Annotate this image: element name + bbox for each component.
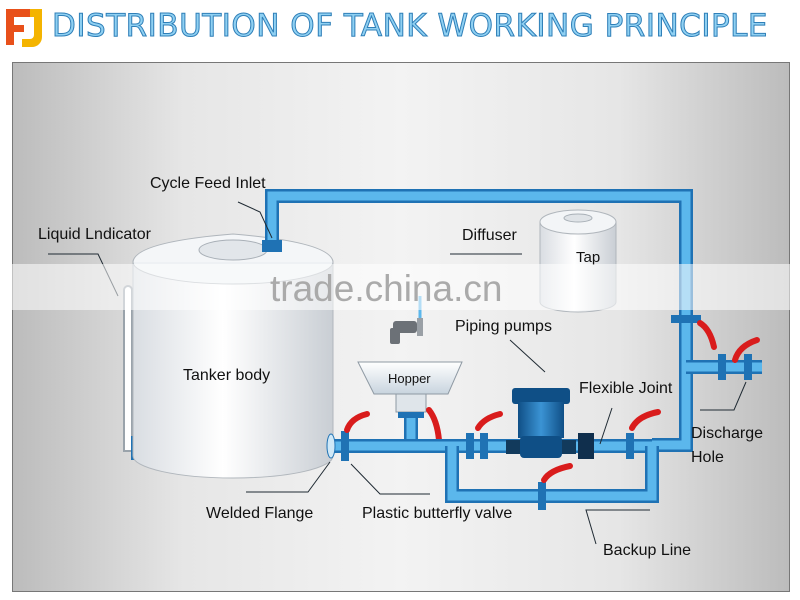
- page-title: DISTRIBUTION OF TANK WORKING PRINCIPLE: [51, 8, 769, 45]
- label-tanker-body: Tanker body: [183, 367, 271, 384]
- label-piping-pumps: Piping pumps: [455, 318, 552, 335]
- backup-pipe-line: [445, 446, 659, 510]
- label-hopper: Hopper: [388, 371, 431, 386]
- piping-pump: [506, 388, 576, 458]
- leader-lines: [48, 201, 747, 545]
- company-logo-icon: [6, 9, 42, 47]
- label-discharge-hole-line2: Hole: [691, 449, 724, 466]
- label-backup-line: Backup Line: [603, 542, 692, 559]
- main-pipe-line: [326, 409, 661, 461]
- watermark-band: [0, 264, 800, 310]
- watermark-text: trade.china.cn: [270, 268, 503, 309]
- label-tap: Tap: [576, 249, 601, 266]
- title-bar: DISTRIBUTION OF TANK WORKING PRINCIPLE: [0, 0, 800, 58]
- discharge-pipe: [686, 320, 762, 380]
- label-plastic-butterfly-valve: Plastic butterfly valve: [362, 505, 513, 522]
- cycle-feed-pipe: [262, 189, 701, 452]
- label-liquid-indicator: Liquid Lndicator: [38, 226, 151, 243]
- label-diffuser: Diffuser: [462, 227, 517, 244]
- label-flexible-joint: Flexible Joint: [579, 380, 673, 397]
- label-cycle-feed-inlet: Cycle Feed Inlet: [150, 175, 266, 192]
- label-welded-flange: Welded Flange: [206, 505, 314, 522]
- label-discharge-hole-line1: Discharge: [691, 425, 764, 442]
